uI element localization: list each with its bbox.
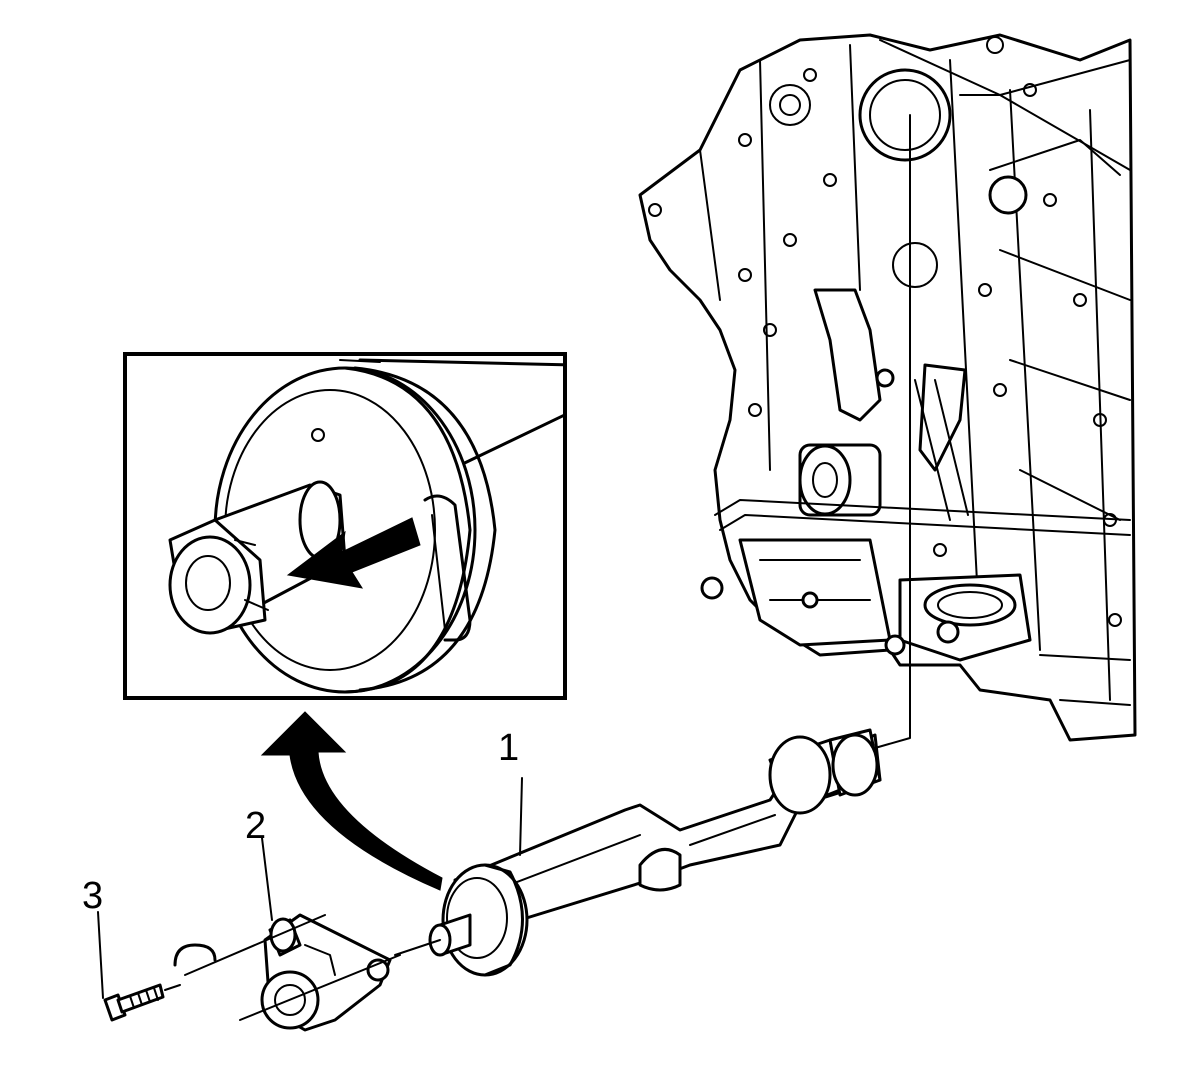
callout-1: 1 [498, 727, 519, 769]
callout-3: 3 [82, 875, 103, 917]
engine-block [638, 33, 1137, 742]
direction-arrow [286, 517, 421, 589]
leader-1 [519, 777, 523, 856]
inset-pointer-arrow [260, 711, 443, 891]
position-sensor [173, 913, 441, 1032]
callout-2: 2 [245, 805, 266, 847]
leader-3 [97, 911, 104, 999]
balance-shaft-tool [428, 114, 911, 977]
bolt [103, 983, 181, 1022]
leader-2 [261, 837, 273, 921]
detail-inset [123, 352, 567, 700]
